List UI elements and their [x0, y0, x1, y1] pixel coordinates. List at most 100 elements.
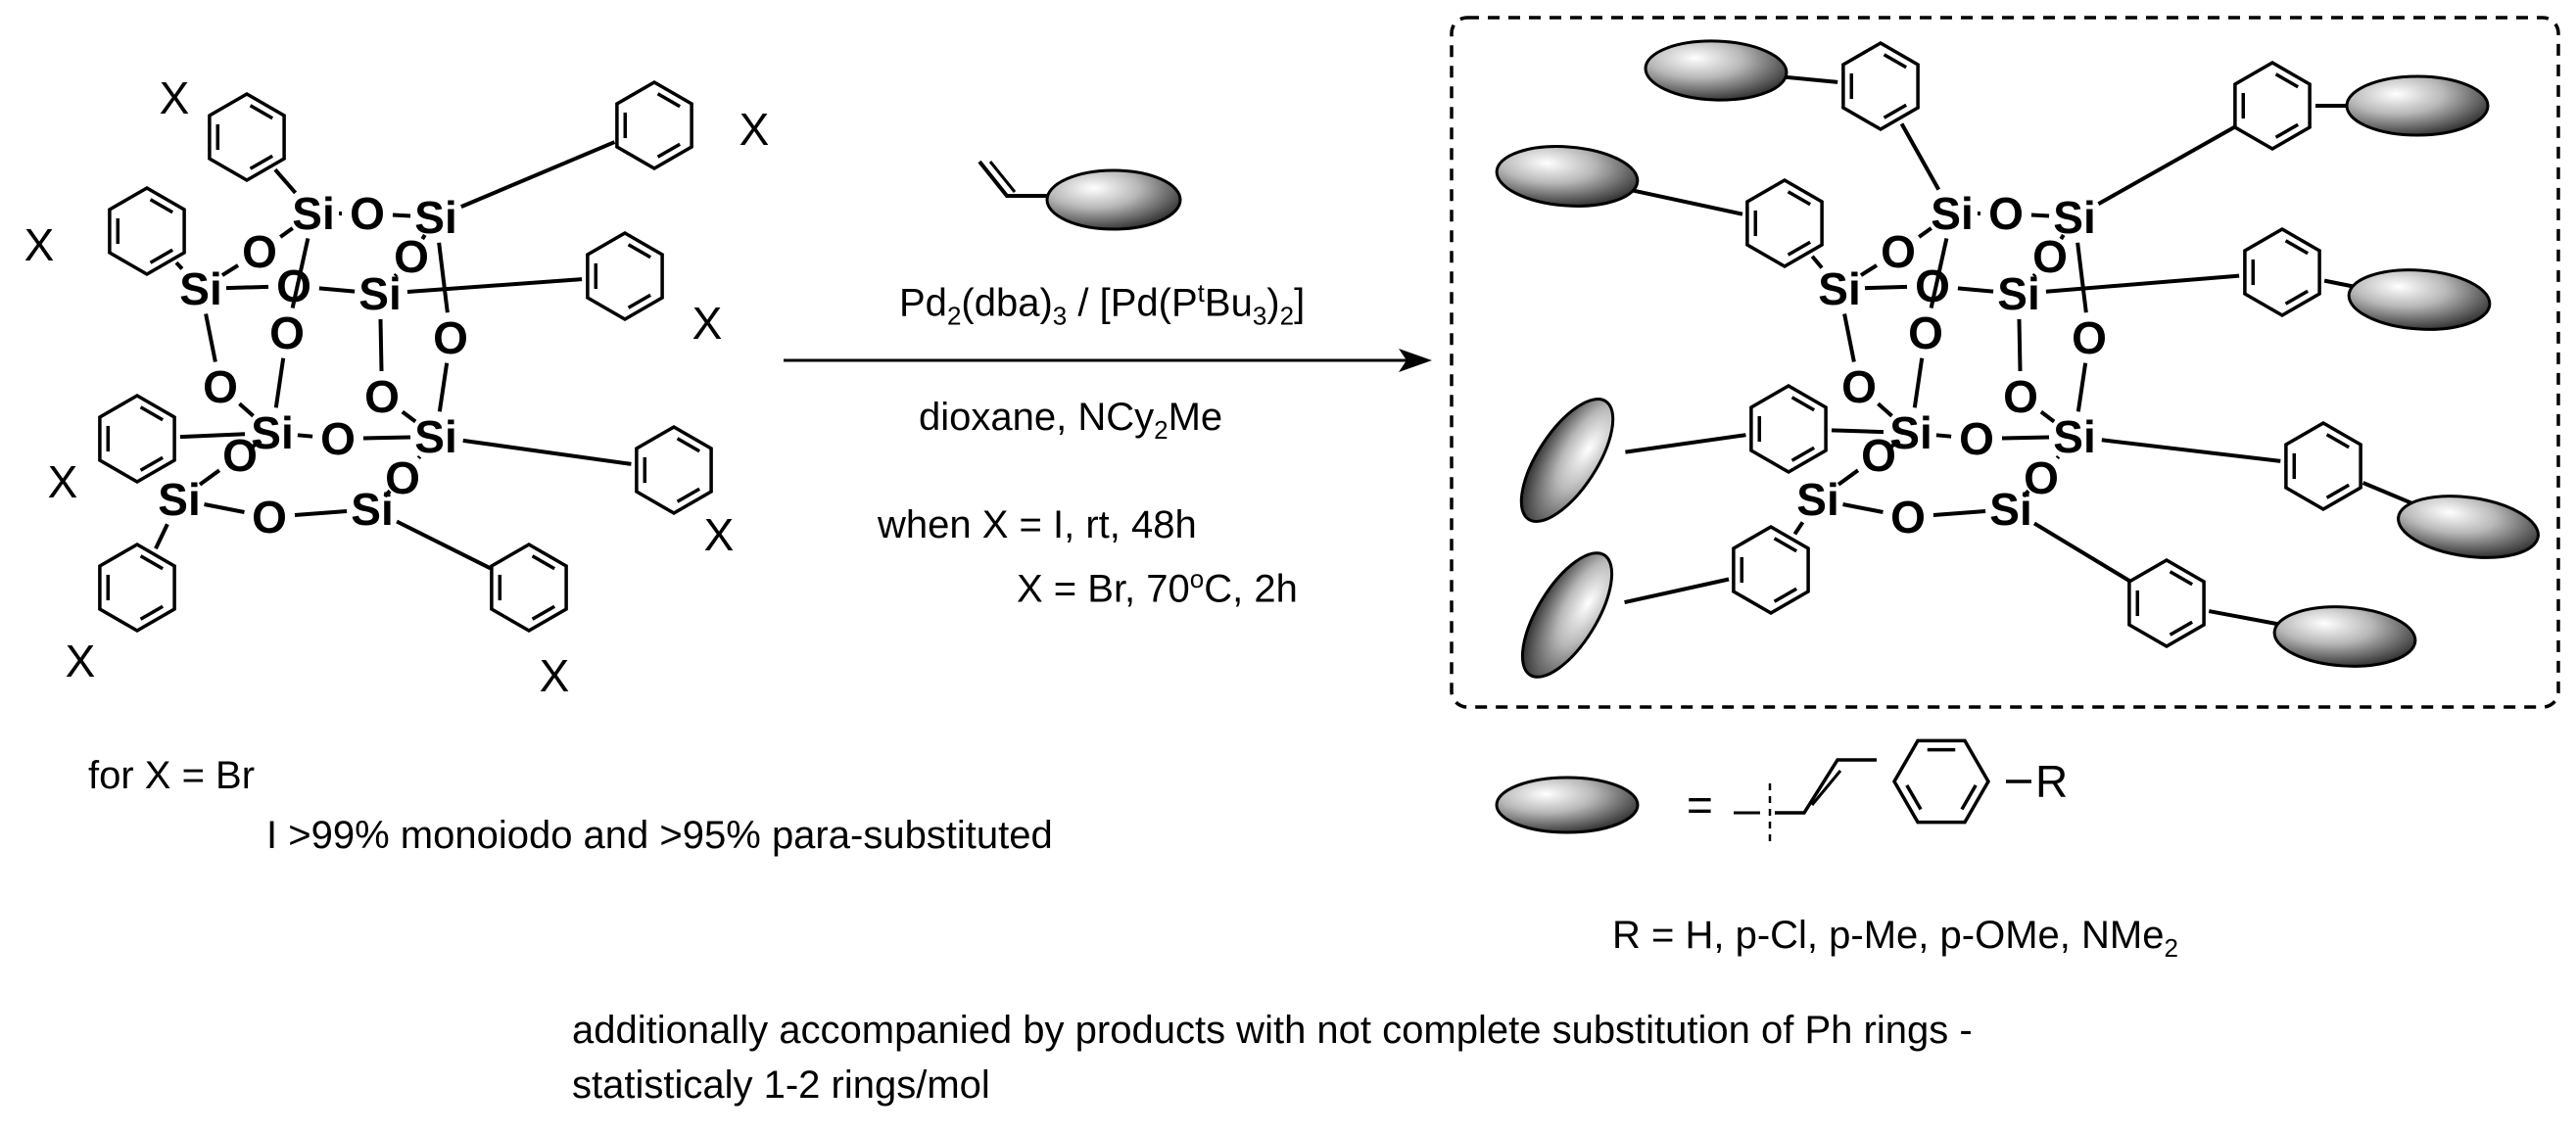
condition-iodo: when X = I, rt, 48h: [878, 503, 1197, 546]
phenyl-ring: [1841, 40, 1920, 132]
legend-ellipse: [1495, 776, 1640, 834]
catalyst-close: ): [1266, 281, 1280, 325]
condition-bromo-end: C, 2h: [1204, 567, 1298, 611]
oxygen-atom: O: [276, 260, 311, 311]
substituent-x-label: X: [704, 509, 735, 560]
phenyl-ring: [2127, 557, 2206, 649]
footnote-line-2: statisticaly 1-2 rings/mol: [572, 1063, 990, 1107]
aryl-group-ellipse: [2397, 495, 2540, 559]
catalyst-label: Pd2(dba)3 / [Pd(PtBu3)2]: [899, 280, 1305, 328]
si-atom: Si: [414, 192, 456, 243]
oxygen-atom: O: [203, 361, 238, 412]
vinyl-reagent: [978, 160, 1182, 231]
footnote-line-1: additionally accompanied by products wit…: [572, 1009, 1973, 1052]
phenyl-ring: [2284, 420, 2362, 512]
solvent-text: dioxane, NCy: [919, 396, 1155, 439]
catalyst-pd2: Pd: [899, 281, 947, 325]
oxygen-atom: O: [252, 492, 287, 543]
phenyl-ring: [1745, 177, 1824, 269]
legend-r-label: R: [2035, 756, 2068, 807]
solvent-end: Me: [1168, 396, 1223, 439]
oxygen-atom: O: [350, 188, 385, 239]
phenyl-ring: [2243, 226, 2321, 318]
phenyl-ring: [615, 79, 693, 171]
si-atom: Si: [251, 407, 293, 458]
oxygen-atom: O: [222, 430, 258, 481]
oxygen-atom: O: [1988, 188, 2024, 239]
r-values-label: R = H, p-Cl, p-Me, p-OMe, NMe2: [1612, 916, 2178, 961]
phenyl-ring: [1749, 383, 1828, 475]
si-atom: Si: [358, 268, 401, 319]
oxygen-atom: O: [1959, 413, 1994, 464]
catalyst-separator: / [Pd(P: [1067, 281, 1198, 325]
oxygen-atom: O: [394, 231, 429, 282]
catalyst-end: ]: [1294, 281, 1306, 325]
legend-equals: =: [1687, 780, 1713, 830]
product-aryl-ellipses: [1495, 39, 2540, 679]
si-atom: Si: [1931, 188, 1973, 239]
substituent-x-label: X: [540, 650, 570, 701]
si-atom: Si: [1818, 263, 1860, 314]
oxygen-atom: O: [1908, 307, 1943, 358]
phenyl-ring: [490, 542, 568, 634]
si-atom: Si: [1997, 268, 2039, 319]
si-atom: Si: [179, 263, 221, 314]
oxygen-atom: O: [2072, 312, 2107, 363]
ellipse-legend: = R: [1495, 738, 2068, 844]
phenyl-ring: [586, 230, 664, 322]
aryl-group-ellipse: [2347, 268, 2492, 331]
oxygen-atom: O: [1881, 226, 1916, 277]
substituent-x-label: X: [66, 636, 96, 686]
oxygen-atom: O: [269, 307, 305, 358]
reaction-arrow: [784, 349, 1432, 372]
si-atom: Si: [1889, 407, 1932, 458]
catalyst-close-sub: 2: [1279, 301, 1295, 331]
oxygen-atom: O: [242, 226, 277, 277]
note-for-x-i: I >99% monoiodo and >95% para-substitute…: [266, 814, 1053, 857]
oxygen-atom: O: [1841, 361, 1877, 412]
product-box: [1450, 16, 2560, 709]
si-atom: Si: [2053, 192, 2095, 243]
condition-bromo-degree: o: [1189, 564, 1205, 593]
solvent-sub: 2: [1154, 415, 1169, 445]
si-atom: Si: [351, 484, 393, 535]
product-phenyl-rings: [1732, 40, 2362, 649]
phenyl-ring: [208, 91, 286, 183]
catalyst-bu-sub: 3: [1252, 301, 1267, 331]
si-atom: Si: [1989, 484, 2031, 535]
aryl-group-ellipse: [1519, 398, 1615, 523]
substituent-x-label: X: [24, 219, 55, 270]
phenyl-ring: [2233, 60, 2312, 152]
catalyst-sup-t: t: [1197, 278, 1205, 307]
catalyst-dba-sub: 3: [1052, 301, 1068, 331]
oxygen-atom: O: [433, 312, 468, 363]
reactant-phenyl-rings: [98, 79, 713, 634]
oxygen-atom: O: [2003, 371, 2038, 422]
si-atom: Si: [1796, 474, 1838, 525]
phenyl-ring: [98, 542, 176, 634]
r-values-text: R = H, p-Cl, p-Me, p-OMe, NMe: [1612, 914, 2165, 957]
substituent-x-label: X: [739, 104, 770, 155]
oxygen-atom: O: [1861, 430, 1896, 481]
aryl-group-ellipse: [1520, 551, 1614, 679]
phenyl-ring: [1891, 738, 1991, 825]
catalyst-pd2-sub: 2: [946, 301, 962, 331]
legend-phenyl-ring: [1891, 738, 1991, 825]
r-values-sub: 2: [2164, 933, 2178, 963]
catalyst-dba: (dba): [961, 281, 1053, 325]
si-atom: Si: [2053, 411, 2095, 462]
condition-bromo-text: X = Br, 70: [1017, 567, 1190, 611]
si-atom: Si: [158, 474, 200, 525]
solvent-label: dioxane, NCy2Me: [919, 398, 1222, 443]
oxygen-atom: O: [364, 371, 400, 422]
phenyl-ring: [1732, 524, 1810, 616]
substituent-x-label: X: [48, 456, 78, 507]
substituent-x-label: X: [692, 298, 723, 349]
aryl-group-ellipse: [2272, 605, 2417, 668]
si-atom: Si: [414, 411, 456, 462]
phenyl-ring: [635, 424, 713, 516]
condition-bromo: X = Br, 70oC, 2h: [1017, 566, 1298, 608]
